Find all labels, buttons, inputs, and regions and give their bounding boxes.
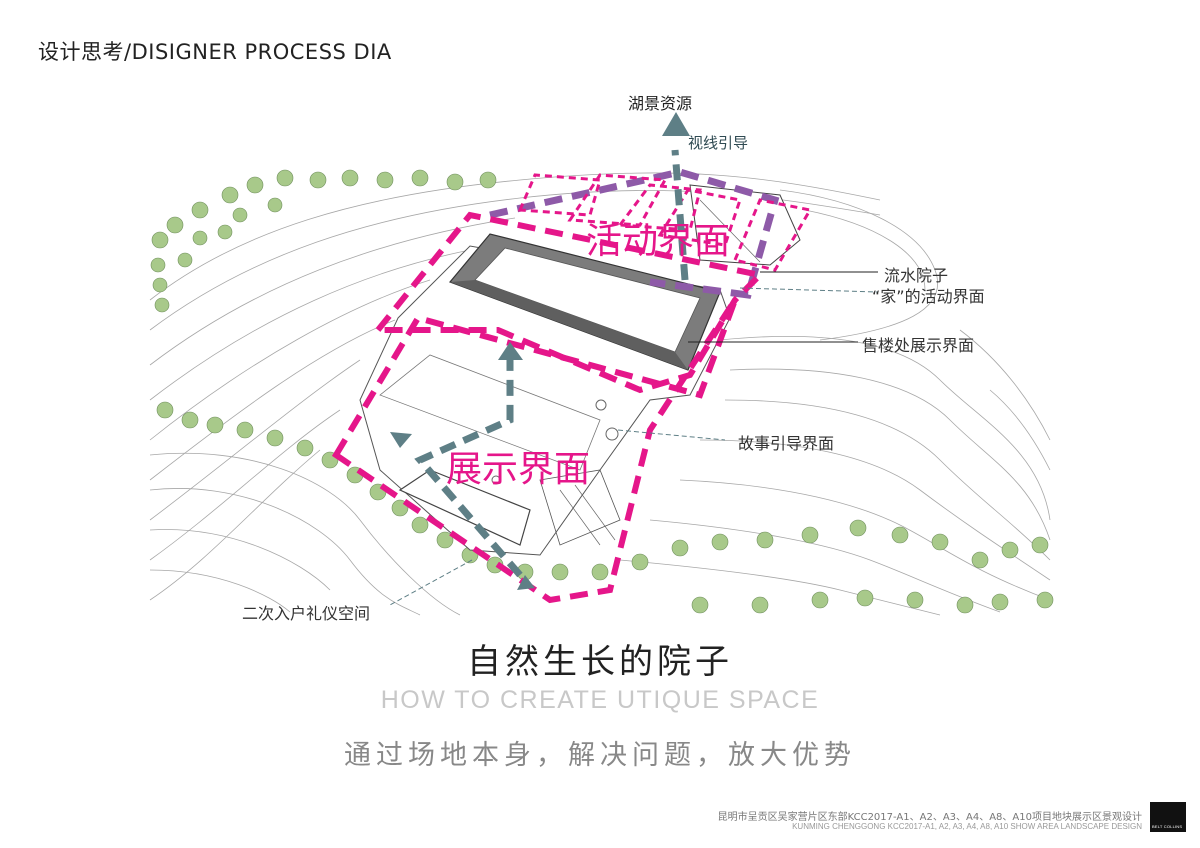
label-activity-zone: 活动界面 xyxy=(586,221,731,262)
sight-arrows xyxy=(414,149,689,578)
courtyard-boxes xyxy=(517,173,813,272)
footer-project-cn: 昆明市呈贡区吴家营片区东部KCC2017-A1、A2、A3、A4、A8、A10项… xyxy=(717,812,1142,823)
tree-clusters xyxy=(150,169,1054,614)
activity-outline xyxy=(489,168,780,299)
footer-project-en: KUNMING CHENGGONG KCC2017-A1, A2, A3, A4… xyxy=(792,822,1142,831)
activity-zone-outline xyxy=(371,211,767,394)
label-sales-display: 售楼处展示界面 xyxy=(862,336,975,355)
main-caption: 自然生长的院子 xyxy=(467,642,733,682)
logo-text: BELT COLLINS xyxy=(1152,824,1183,829)
label-entrance-space: 二次入户礼仪空间 xyxy=(242,604,371,623)
company-logo: BELT COLLINS xyxy=(1150,802,1186,832)
label-sight-guide: 视线引导 xyxy=(688,134,749,152)
sub-caption: 通过场地本身，解决问题，放大优势 xyxy=(344,740,856,771)
label-water-courtyard: 流水院子 xyxy=(884,266,949,285)
label-story-guide: 故事引导界面 xyxy=(738,434,835,453)
label-home-activity: “家”的活动界面 xyxy=(872,287,985,306)
label-lake-resource: 湖景资源 xyxy=(628,94,693,113)
page-title: 设计思考/DISIGNER PROCESS DIA xyxy=(38,40,392,64)
display-zone-outline xyxy=(331,298,738,604)
leader-lines xyxy=(389,271,879,606)
arrow-heads xyxy=(390,112,690,590)
english-caption: HOW TO CREATE UTIQUE SPACE xyxy=(380,686,820,714)
label-display-zone: 展示界面 xyxy=(446,449,591,490)
terrain-contours xyxy=(149,172,1051,616)
